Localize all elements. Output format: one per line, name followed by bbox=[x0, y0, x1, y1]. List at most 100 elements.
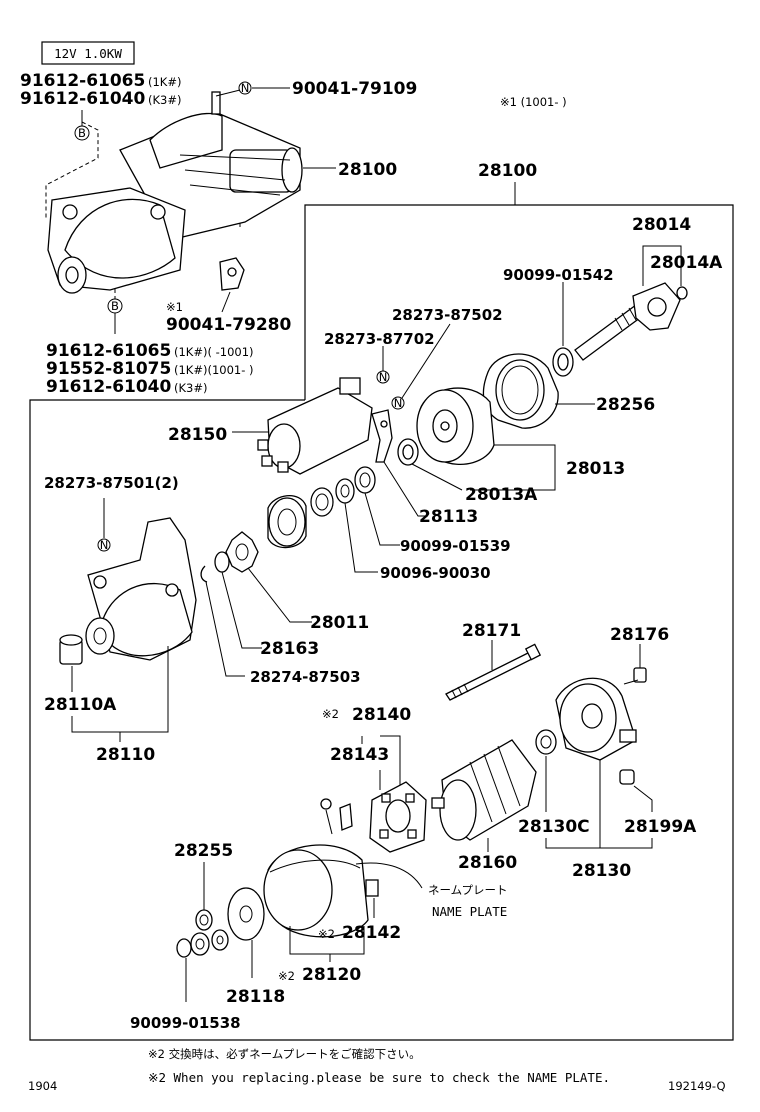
bearing-unlabeled bbox=[267, 495, 307, 549]
bearing-28013a bbox=[397, 438, 419, 466]
label-28118: 28118 bbox=[226, 987, 285, 1007]
bushing-28110a bbox=[59, 634, 83, 665]
label-28150: 28150 bbox=[168, 425, 227, 445]
label-90099-01542: 90099-01542 bbox=[503, 266, 614, 284]
footer-left-code: 1904 bbox=[28, 1079, 57, 1093]
label-28110a: 28110A bbox=[44, 695, 117, 715]
mark-28142: ※2 bbox=[318, 927, 335, 941]
exploded-assy-number: 28100 bbox=[478, 161, 537, 181]
washer-90099-01539 bbox=[354, 466, 376, 494]
lower-bolt-3-tag: (K3#) bbox=[174, 381, 207, 395]
label-28255: 28255 bbox=[174, 841, 233, 861]
name-plate-en: NAME PLATE bbox=[432, 904, 507, 919]
spec-box bbox=[41, 41, 135, 65]
label-28160: 28160 bbox=[458, 853, 517, 873]
svg-text:N: N bbox=[241, 81, 250, 95]
label-28163: 28163 bbox=[260, 639, 319, 659]
magnetic-switch-28150 bbox=[257, 377, 373, 475]
lower-bolt-1-tag: (1K#)( -1001) bbox=[174, 345, 254, 359]
ring-unlabeled bbox=[310, 487, 334, 517]
mark-28120: ※2 bbox=[278, 969, 295, 983]
ball-28014a bbox=[676, 286, 688, 300]
mark-28140: ※2 bbox=[322, 707, 339, 721]
label-28120: 28120 bbox=[302, 965, 361, 985]
footer-right-code: 192149-Q bbox=[668, 1079, 726, 1093]
nut-side-number: 90041-79280 bbox=[166, 315, 292, 335]
bolt-k3-number: 91612-61040 bbox=[20, 89, 146, 109]
lower-bolt-2-tag: (1K#)(1001- ) bbox=[174, 363, 254, 377]
label-90099-01539: 90099-01539 bbox=[400, 537, 511, 555]
nut-side-mark: ※1 bbox=[166, 300, 183, 314]
label-28273-87702: 28273-87702 bbox=[324, 330, 435, 348]
svg-text:N: N bbox=[100, 538, 109, 552]
marker-n-top: N bbox=[238, 81, 252, 95]
marker-b-bottom: B bbox=[107, 298, 123, 314]
svg-text:B: B bbox=[111, 299, 119, 313]
snap-ring-28274-87503 bbox=[200, 565, 208, 583]
label-28113: 28113 bbox=[419, 507, 478, 527]
planetary-housing-28013 bbox=[416, 387, 495, 465]
label-90096-90030: 90096-90030 bbox=[380, 564, 491, 582]
svg-text:N: N bbox=[394, 396, 403, 410]
marker-n-87502: N bbox=[391, 396, 405, 410]
washer-90099-01542 bbox=[552, 347, 574, 377]
label-28013: 28013 bbox=[566, 459, 625, 479]
armature-28160 bbox=[431, 739, 537, 841]
bearing-28255 bbox=[195, 909, 213, 931]
exploded-view-frame bbox=[29, 204, 734, 1041]
label-28130: 28130 bbox=[572, 861, 631, 881]
nut-top-number: 90041-79109 bbox=[292, 79, 417, 99]
label-28110: 28110 bbox=[96, 745, 155, 765]
brush-holder-28143 bbox=[369, 781, 427, 853]
lower-bolt-3-number: 91612-61040 bbox=[46, 377, 172, 397]
label-28143: 28143 bbox=[330, 745, 389, 765]
lower-bolt-2-number: 91552-81075 bbox=[46, 359, 171, 379]
label-28171: 28171 bbox=[462, 621, 521, 641]
drive-lever-28113 bbox=[371, 409, 393, 463]
yoke-28120 bbox=[263, 798, 379, 938]
starter-assy-number: 28100 bbox=[338, 160, 397, 180]
washers-90099-01538 bbox=[176, 929, 229, 958]
bolt-1k-tag: (1K#) bbox=[148, 75, 181, 89]
plug-28199a bbox=[619, 769, 635, 785]
through-bolt-28171 bbox=[445, 643, 542, 701]
note-en: ※2 When you replacing.please be sure to … bbox=[148, 1070, 610, 1085]
seal-90096-90030 bbox=[335, 478, 355, 504]
drive-shaft-28014 bbox=[574, 282, 681, 361]
label-28142: 28142 bbox=[342, 923, 401, 943]
lower-bolt-1-number: 91612-61065 bbox=[46, 341, 171, 361]
variant-note: ※1 (1001- ) bbox=[500, 95, 567, 109]
label-28274-87503: 28274-87503 bbox=[250, 668, 361, 686]
bushing-28130c bbox=[535, 729, 557, 755]
marker-n-87501: N bbox=[97, 538, 111, 552]
bolt-1k-number: 91612-61065 bbox=[20, 71, 145, 91]
svg-text:N: N bbox=[379, 370, 388, 384]
bolt-k3-tag: (K3#) bbox=[148, 93, 181, 107]
spec-box-text: 12V 1.0KW bbox=[54, 46, 122, 61]
svg-text:B: B bbox=[78, 126, 86, 140]
label-28199a: 28199A bbox=[624, 817, 697, 837]
label-28014a: 28014A bbox=[650, 253, 723, 273]
label-28013a: 28013A bbox=[465, 485, 538, 505]
retainer-28163 bbox=[214, 551, 230, 573]
name-plate-jp: ネームプレート bbox=[428, 883, 507, 897]
internal-gear-28256 bbox=[482, 353, 559, 429]
label-28130c: 28130C bbox=[518, 817, 590, 837]
label-28176: 28176 bbox=[610, 625, 669, 645]
label-28011: 28011 bbox=[310, 613, 369, 633]
end-frame-28130 bbox=[555, 677, 637, 761]
screw-28176 bbox=[623, 667, 647, 685]
marker-b-top: B bbox=[74, 125, 90, 141]
marker-n-87702: N bbox=[376, 370, 390, 384]
label-28273-87502: 28273-87502 bbox=[392, 306, 503, 324]
label-28014: 28014 bbox=[632, 215, 691, 235]
note-jp: ※2 交換時は、必ずネームプレートをご確認下さい。 bbox=[148, 1047, 421, 1061]
plate-28118 bbox=[227, 887, 265, 941]
label-90099-01538: 90099-01538 bbox=[130, 1014, 241, 1032]
label-28273-87501: 28273-87501(2) bbox=[44, 474, 179, 492]
pinion-gear-28011 bbox=[225, 531, 259, 573]
label-28256: 28256 bbox=[596, 395, 655, 415]
starter-assembly-drawing bbox=[45, 91, 303, 300]
label-28140: 28140 bbox=[352, 705, 411, 725]
